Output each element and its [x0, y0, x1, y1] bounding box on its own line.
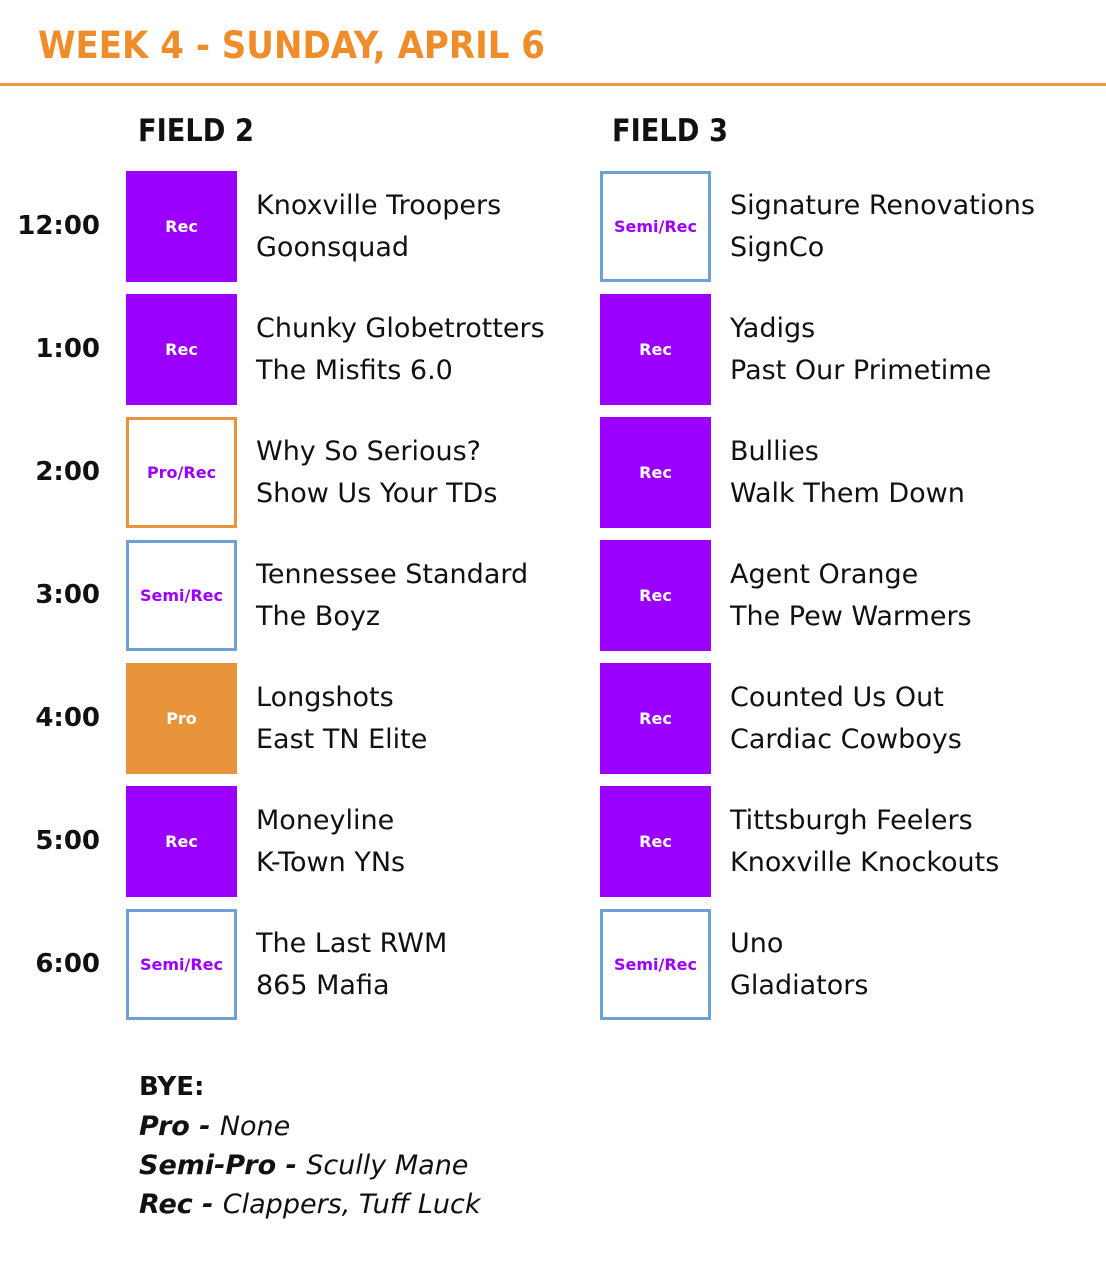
- time-label: 5:00: [35, 826, 100, 856]
- time-label: 6:00: [35, 949, 100, 979]
- page-title: WEEK 4 - SUNDAY, APRIL 6: [38, 24, 545, 67]
- team-name: Longshots: [256, 682, 394, 713]
- division-badge: Rec: [600, 540, 711, 651]
- time-label: 12:00: [17, 211, 100, 241]
- bye-teams: Scully Mane: [306, 1150, 469, 1181]
- matchup: The Last RWM 865 Mafia: [256, 923, 447, 1007]
- team-name: Cardiac Cowboys: [730, 724, 962, 755]
- division-badge: Rec: [600, 663, 711, 774]
- team-name: Goonsquad: [256, 232, 410, 263]
- division-badge: Pro: [126, 663, 237, 774]
- bye-tier-label: Rec -: [139, 1189, 223, 1220]
- header-divider: [0, 83, 1106, 86]
- team-name: Uno: [730, 928, 784, 959]
- team-name: Walk Them Down: [730, 478, 965, 509]
- field-3-title: FIELD 3: [612, 113, 728, 149]
- time-label: 1:00: [35, 334, 100, 364]
- division-badge: Semi/Rec: [600, 909, 711, 1020]
- team-name: Counted Us Out: [730, 682, 944, 713]
- team-name: Yadigs: [730, 313, 816, 344]
- bye-tier-label: Semi-Pro -: [139, 1150, 307, 1181]
- team-name: Show Us Your TDs: [256, 478, 498, 509]
- team-name: 865 Mafia: [256, 970, 390, 1001]
- team-name: The Last RWM: [256, 928, 448, 959]
- division-badge: Rec: [126, 171, 237, 282]
- team-name: Past Our Primetime: [730, 355, 992, 386]
- team-name: Agent Orange: [730, 559, 919, 590]
- team-name: Chunky Globetrotters: [256, 313, 545, 344]
- time-label: 4:00: [35, 703, 100, 733]
- division-badge: Rec: [600, 417, 711, 528]
- bye-heading: BYE:: [139, 1072, 205, 1102]
- division-badge: Semi/Rec: [600, 171, 711, 282]
- matchup: Why So Serious? Show Us Your TDs: [256, 431, 497, 515]
- team-name: Gladiators: [730, 970, 869, 1001]
- division-badge: Rec: [600, 294, 711, 405]
- bye-section: BYE: Pro - None Semi-Pro - Scully Mane R…: [139, 1068, 481, 1224]
- bye-line-rec: Rec - Clappers, Tuff Luck: [139, 1185, 481, 1224]
- team-name: Why So Serious?: [256, 436, 481, 467]
- game-slot: Semi/Rec The Last RWM 865 Mafia: [126, 909, 596, 1020]
- team-name: The Pew Warmers: [730, 601, 972, 632]
- game-slot: Pro/Rec Why So Serious? Show Us Your TDs: [126, 417, 596, 528]
- time-label: 3:00: [35, 580, 100, 610]
- bye-line-pro: Pro - None: [139, 1107, 481, 1146]
- team-name: East TN Elite: [256, 724, 428, 755]
- division-badge: Pro/Rec: [126, 417, 237, 528]
- division-badge: Rec: [126, 294, 237, 405]
- team-name: The Misfits 6.0: [256, 355, 453, 386]
- division-badge: Semi/Rec: [126, 909, 237, 1020]
- team-name: Moneyline: [256, 805, 395, 836]
- division-badge: Rec: [600, 786, 711, 897]
- team-name: Knoxville Knockouts: [730, 847, 1000, 878]
- team-name: Tennessee Standard: [256, 559, 529, 590]
- division-badge: Semi/Rec: [126, 540, 237, 651]
- field-2-title: FIELD 2: [138, 113, 254, 149]
- bye-teams: None: [219, 1111, 291, 1142]
- team-name: SignCo: [730, 232, 825, 263]
- team-name: Knoxville Troopers: [256, 190, 502, 221]
- bye-teams: Clappers, Tuff Luck: [222, 1189, 481, 1220]
- team-name: The Boyz: [256, 601, 380, 632]
- team-name: Signature Renovations: [730, 190, 1035, 221]
- bye-line-semi-pro: Semi-Pro - Scully Mane: [139, 1146, 481, 1185]
- team-name: K-Town YNs: [256, 847, 406, 878]
- team-name: Tittsburgh Feelers: [730, 805, 973, 836]
- time-label: 2:00: [35, 457, 100, 487]
- bye-tier-label: Pro -: [139, 1111, 220, 1142]
- division-badge: Rec: [126, 786, 237, 897]
- team-name: Bullies: [730, 436, 819, 467]
